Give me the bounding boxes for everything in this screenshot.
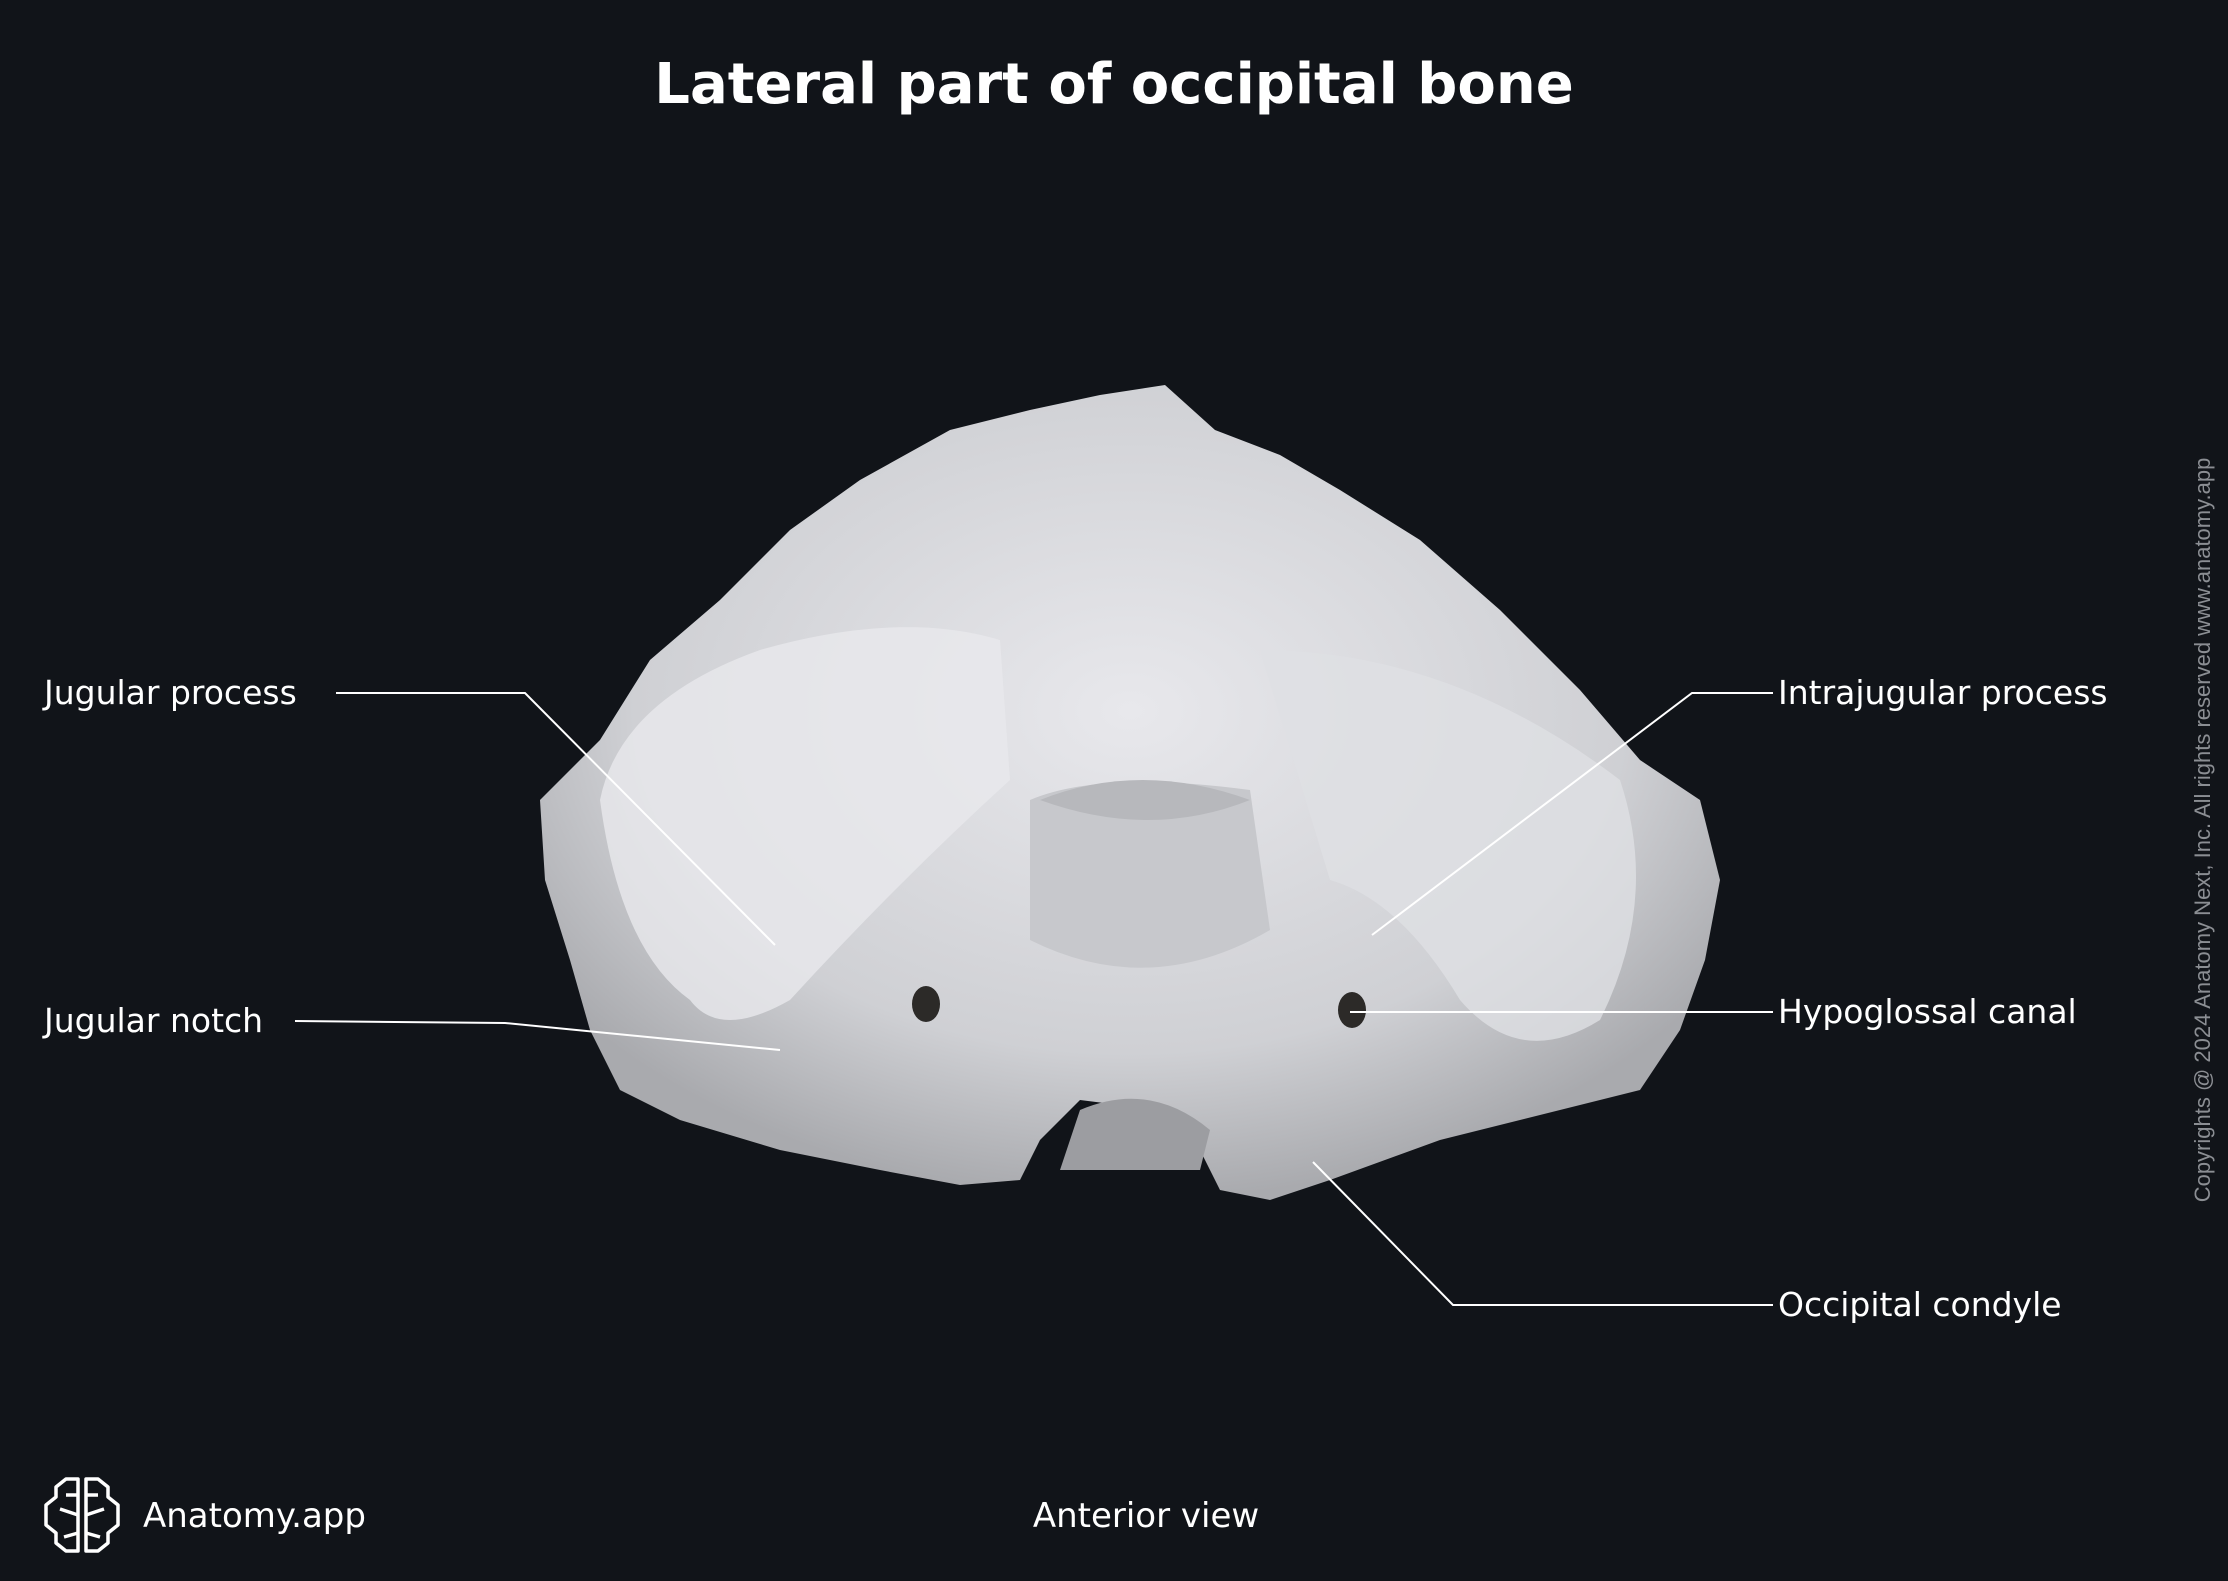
leader-line-intrajugular-process — [1371, 692, 1773, 936]
leader-line-occipital-condyle — [1312, 1161, 1773, 1306]
label-intrajugular-process: Intrajugular process — [1778, 673, 2108, 712]
label-jugular-process: Jugular process — [44, 673, 297, 712]
page-title: Lateral part of occipital bone — [654, 52, 1574, 117]
brand-name: Anatomy.app — [143, 1496, 366, 1536]
copyright-notice: Copyrights @ 2024 Anatomy Next, Inc. All… — [2190, 457, 2215, 1203]
label-jugular-notch: Jugular notch — [44, 1001, 264, 1040]
brain-logo-icon — [44, 1477, 120, 1553]
leader-line-jugular-notch — [294, 1020, 781, 1051]
view-caption: Anterior view — [1032, 1496, 1260, 1536]
bone-shape — [540, 385, 1720, 1200]
label-hypoglossal-canal: Hypoglossal canal — [1778, 992, 2077, 1031]
leader-line-jugular-process — [336, 692, 776, 946]
label-occipital-condyle: Occipital condyle — [1778, 1285, 2062, 1324]
